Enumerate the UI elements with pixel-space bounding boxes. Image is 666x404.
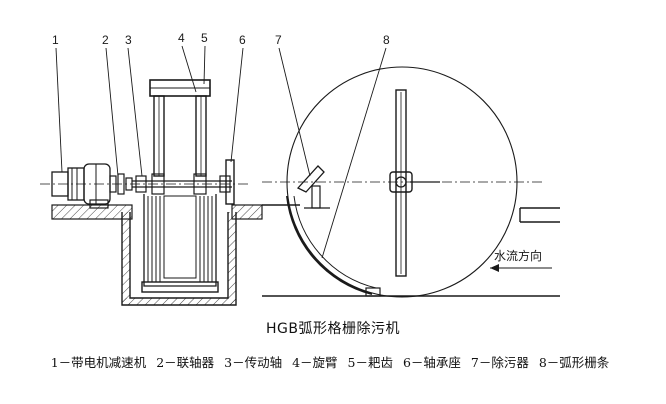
flow-direction-label: 水流方向 — [494, 248, 542, 263]
callout-numbers: 1 2 3 4 5 6 7 8 — [52, 31, 390, 47]
legend-item-6: 6－轴承座 — [402, 355, 461, 370]
legend-item-4: 4－旋臂 — [292, 355, 338, 370]
channel-pit — [121, 212, 237, 306]
parts-legend: 1－带电机减速机 2－联轴器 3－传动轴 4－旋臂 5－耙齿 6－轴承座 7－除… — [0, 352, 666, 371]
callout-3: 3 — [125, 33, 132, 47]
ground-slab-left — [51, 204, 133, 220]
pit-wall-right — [228, 212, 236, 305]
callout-1: 1 — [52, 33, 59, 47]
pit-wall-left — [122, 212, 130, 305]
scraper — [296, 165, 330, 209]
bearing-seat — [225, 159, 235, 205]
callout-8: 8 — [383, 33, 390, 47]
side-view — [40, 45, 263, 306]
callout-7: 7 — [275, 33, 282, 47]
flow-direction: 水流方向 — [490, 248, 552, 272]
rake-teeth — [141, 194, 219, 293]
legend-item-2: 2－联轴器 — [156, 355, 215, 370]
screen-foot — [365, 287, 381, 297]
arc-bar-screen — [286, 195, 373, 295]
rotating-arm — [389, 89, 440, 277]
legend-item-5: 5－耙齿 — [347, 355, 393, 370]
motor-reducer — [51, 163, 111, 209]
legend-item-1: 1－带电机减速机 — [50, 355, 147, 370]
callout-4: 4 — [178, 31, 185, 45]
callout-5: 5 — [201, 31, 208, 45]
section-view: 水流方向 — [262, 47, 560, 298]
legend-item-8: 8－弧形栅条 — [538, 355, 610, 370]
legend-item-7: 7－除污器 — [470, 355, 529, 370]
diagram-title: HGB弧形格栅除污机 — [266, 321, 400, 337]
legend-item-3: 3－传动轴 — [224, 355, 283, 370]
pit-floor — [122, 298, 236, 305]
leader-lines-left — [55, 45, 244, 177]
callout-6: 6 — [239, 33, 246, 47]
rotating-arm-frame — [149, 79, 211, 279]
callout-2: 2 — [102, 33, 109, 47]
leader-lines-right — [278, 47, 387, 259]
